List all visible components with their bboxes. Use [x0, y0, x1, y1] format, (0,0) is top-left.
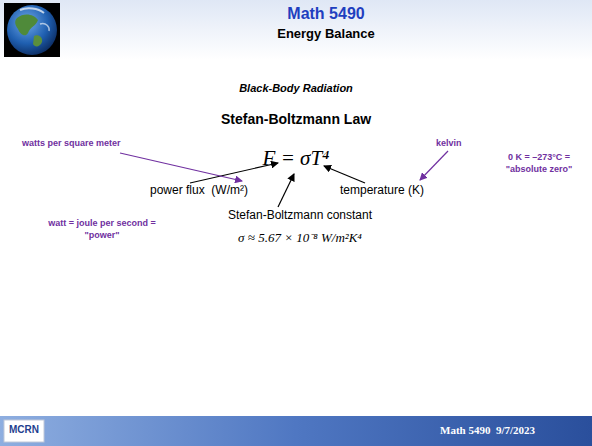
constant-value: σ ≈ 5.67 × 10⁻⁸ W/m²K⁴ — [150, 228, 450, 246]
slide-subtitle: Energy Balance — [60, 26, 592, 41]
header-band — [0, 0, 592, 60]
slide-title: Math 5490 — [60, 5, 592, 23]
section-heading: Black-Body Radiation — [0, 82, 592, 94]
unit-note: kelvin — [436, 138, 462, 148]
formula-term: power flux (W/m²) — [150, 183, 248, 197]
formula: F = σT⁴ — [248, 146, 344, 171]
law-heading: Stefan-Boltzmann Law — [0, 111, 592, 127]
unit-note: watts per square meter — [22, 138, 121, 148]
earth-icon — [4, 3, 60, 57]
logo-box — [4, 420, 44, 442]
footer-bar — [0, 416, 592, 446]
unit-note: watt = joule per second = "power" — [36, 217, 168, 241]
formula-term: temperature (K) — [340, 183, 424, 197]
footer-text: Math 5490 9/7/2023 — [440, 424, 535, 436]
constant-name: Stefan-Boltzmann constant — [150, 208, 450, 222]
logo-text: MCRN — [4, 424, 44, 435]
unit-note: 0 K = –273°C = "absolute zero" — [492, 151, 586, 175]
